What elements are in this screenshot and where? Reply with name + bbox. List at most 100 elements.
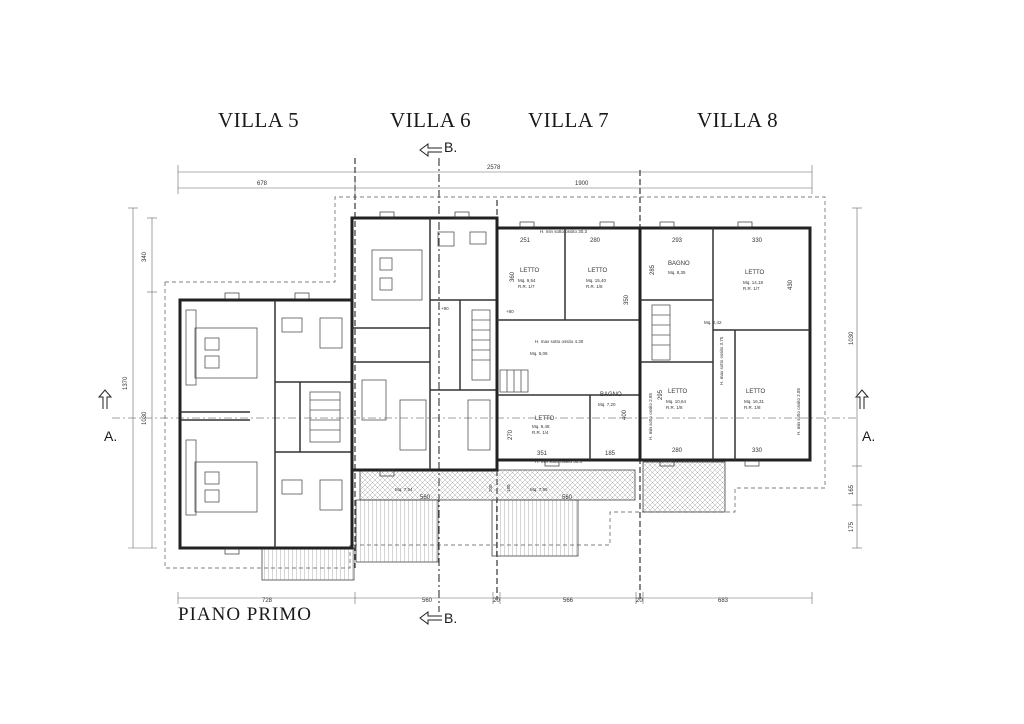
right-dimension-lines — [852, 207, 862, 549]
bottom-dimension-lines — [177, 592, 813, 604]
dim-430: 430 — [788, 279, 794, 290]
terraces — [261, 461, 726, 581]
dim-left-2: 1370 — [123, 376, 129, 390]
v7-letto-1-area: Mq. 9,54 — [518, 278, 536, 283]
v8-bagno-area: Mq. 8,35 — [668, 270, 686, 275]
section-a-left-arrow — [97, 389, 113, 409]
v8-letto-2-label: LETTO — [668, 389, 688, 395]
dim-top-right: 1900 — [575, 181, 589, 187]
dim-285: 285 — [650, 264, 656, 275]
section-b-top-arrow — [419, 143, 442, 157]
v8-letto-2-ratio: R.R. 1/8 — [666, 405, 683, 410]
villa-6-title: VILLA 6 — [390, 108, 472, 132]
left-dimension-lines — [128, 207, 157, 549]
v7-letto-3-area: Mq. 9,48 — [532, 424, 550, 429]
v7-disimpegno-area: Mq. 5,06 — [530, 351, 548, 356]
note-h-max-v8: H. max sotto ossito 3.75 — [719, 336, 724, 385]
dim-560c: 560 — [562, 495, 573, 501]
dim-right-3: 175 — [849, 521, 855, 532]
dim-280b: 280 — [672, 448, 683, 454]
dim-right-1: 1030 — [849, 331, 855, 345]
section-b-bottom-arrow — [419, 611, 442, 625]
dim-280a: 280 — [590, 238, 601, 244]
dim-560b: 560 — [420, 495, 431, 501]
window-marks — [224, 211, 760, 555]
villa-6-interior — [352, 218, 497, 470]
v7-letto-3-ratio: R.R. 1/4 — [532, 430, 549, 435]
note-h-max: H. max sotto ossito 4.30 — [535, 339, 584, 344]
villa-7-title: VILLA 7 — [528, 108, 610, 132]
top-dimension-lines — [177, 165, 813, 194]
v7-letto-1-ratio: R.R. 1/7 — [518, 284, 535, 289]
note-h-min-v8-right: H. min sotto ossito 2.85 — [796, 387, 801, 435]
v7-letto-2-area: Mq. 15,40 — [586, 278, 607, 283]
section-b-bottom-label: B. — [444, 610, 458, 626]
villa-8-stairs — [651, 304, 671, 361]
villa-8-walls — [638, 226, 812, 462]
dim-360: 360 — [510, 271, 516, 282]
dim-270: 270 — [508, 429, 514, 440]
dim-bottom-2: 560 — [422, 598, 433, 604]
v7-bagno-area: Mq. 7,20 — [598, 402, 616, 407]
balcony-1-area: Mq. 7,94 — [395, 487, 413, 492]
v8-letto-1-ratio: R.R. 1/7 — [743, 286, 760, 291]
villa-7-stairs — [499, 369, 529, 393]
dim-bottom-1: 728 — [262, 598, 273, 604]
level-label-2: +80 — [506, 309, 514, 314]
v8-letto-1-area: Mq. 14,18 — [743, 280, 764, 285]
dim-200: 200 — [488, 484, 493, 492]
dim-185: 185 — [605, 451, 616, 457]
villa-6-furniture — [361, 231, 491, 451]
plan-title: PIANO PRIMO — [178, 604, 312, 625]
dim-bottom-3: 20 — [493, 598, 500, 604]
note-h-min-top: H. min sotto ossito 30.3 — [540, 229, 588, 234]
v7-letto-1-label: LETTO — [520, 268, 540, 274]
dim-180: 180 — [506, 484, 511, 492]
v7-letto-2-label: LETTO — [588, 268, 608, 274]
note-h-min-v8-mid: H. min sotto ossito 2.85 — [648, 392, 653, 440]
villa-5-interior — [180, 300, 352, 548]
villa-5-title: VILLA 5 — [218, 108, 300, 132]
dim-bottom-4: 566 — [563, 598, 574, 604]
dim-295: 295 — [658, 389, 664, 400]
villa-6-walls — [350, 216, 499, 472]
v7-letto-3-label: LETTO — [535, 416, 555, 422]
villa-5-walls — [178, 298, 354, 550]
dim-overall-top: 2578 — [487, 165, 501, 171]
dim-330a: 330 — [752, 238, 763, 244]
dim-293: 293 — [672, 238, 683, 244]
section-b-top-label: B. — [444, 139, 458, 155]
v8-letto-3-label: LETTO — [746, 389, 766, 395]
dim-bottom-5: 20 — [636, 598, 643, 604]
villa-7-walls — [495, 226, 642, 462]
v8-disimpegno-area: Mq. 2,42 — [704, 320, 722, 325]
v7-letto-2-ratio: R.R. 1/8 — [586, 284, 603, 289]
dim-left-1: 340 — [142, 251, 148, 262]
dim-251: 251 — [520, 238, 531, 244]
dim-top-left: 678 — [257, 181, 268, 187]
dim-350: 350 — [624, 294, 630, 305]
dim-400: 400 — [622, 409, 628, 420]
villa-8-title: VILLA 8 — [697, 108, 779, 132]
dim-left-3: 1030 — [142, 411, 148, 425]
v8-letto-2-area: Mq. 10,64 — [666, 399, 687, 404]
section-a-left-label: A. — [104, 428, 118, 444]
dim-351: 351 — [537, 451, 548, 457]
section-a-right-label: A. — [862, 428, 876, 444]
v7-bagno-label: BAGNO — [600, 392, 622, 398]
v8-bagno-label: BAGNO — [668, 261, 690, 267]
villa-8-interior — [640, 228, 810, 460]
dim-330b: 330 — [752, 448, 763, 454]
dim-bottom-6: 683 — [718, 598, 729, 604]
villa-7-interior — [497, 228, 640, 460]
section-a-right-arrow — [854, 389, 870, 409]
v8-letto-3-ratio: R.R. 1/8 — [744, 405, 761, 410]
level-label-1: +90 — [441, 306, 449, 311]
balcony-2-area: Mq. 7,95 — [530, 487, 548, 492]
dim-right-2: 165 — [849, 484, 855, 495]
v8-letto-3-area: Mq. 16,31 — [744, 399, 765, 404]
v8-letto-1-label: LETTO — [745, 270, 765, 276]
villa-5-furniture — [185, 309, 343, 516]
